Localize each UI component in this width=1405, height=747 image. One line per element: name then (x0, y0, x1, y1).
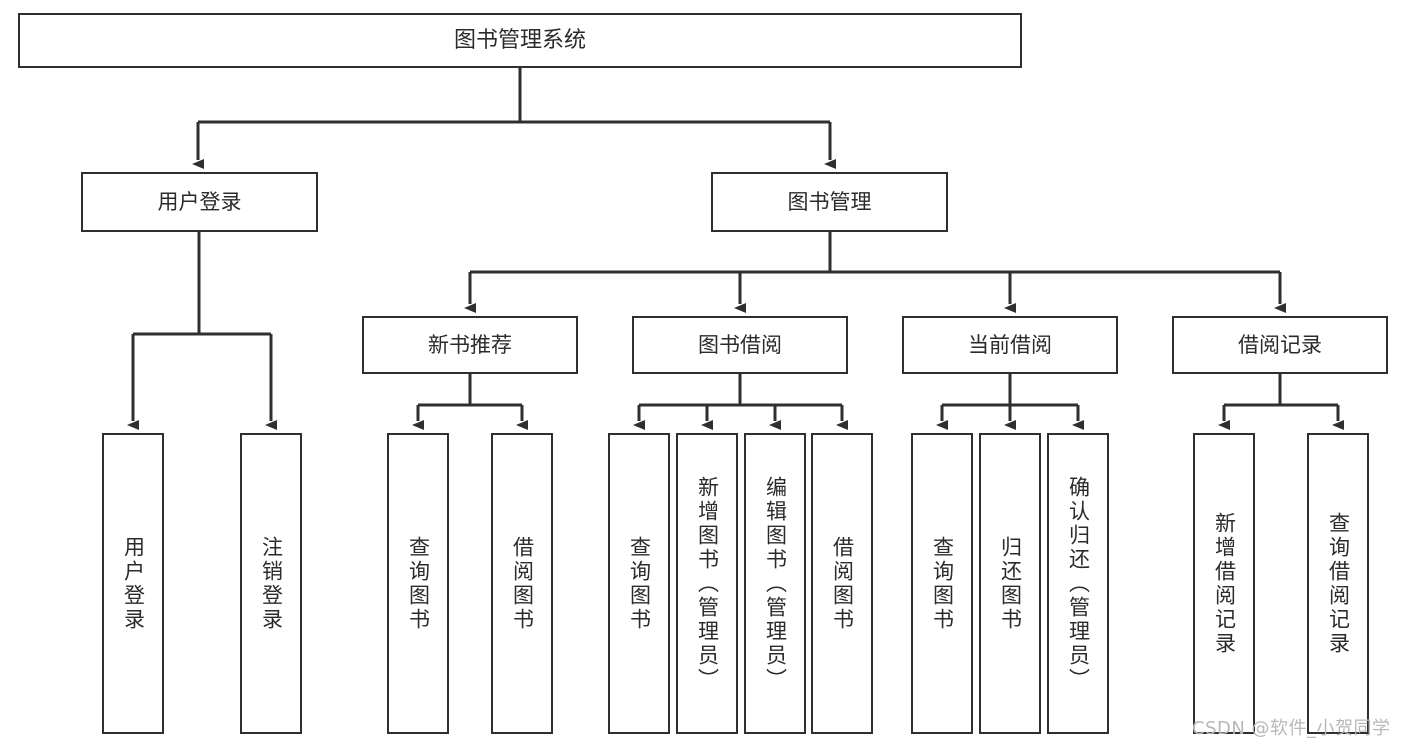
node-leaf-logout-login[interactable]: 注销登录 (240, 433, 302, 734)
node-label: 注销登录 (259, 535, 284, 632)
node-leaf-query-book-current[interactable]: 查询图书 (911, 433, 973, 734)
node-leaf-query-book-borrow[interactable]: 查询图书 (608, 433, 670, 734)
node-label: 编辑图书（管理员） (763, 475, 788, 692)
node-leaf-borrow-book-recommend[interactable]: 借阅图书 (491, 433, 553, 734)
node-leaf-add-borrow-record[interactable]: 新增借阅记录 (1193, 433, 1255, 734)
node-label: 归还图书 (998, 535, 1023, 632)
node-leaf-edit-book[interactable]: 编辑图书（管理员） (744, 433, 806, 734)
node-label: 图书借阅 (698, 332, 782, 357)
node-label: 查询借阅记录 (1326, 511, 1351, 656)
node-label: 查询图书 (627, 535, 652, 632)
node-leaf-user-login[interactable]: 用户登录 (102, 433, 164, 734)
node-label: 查询图书 (930, 535, 955, 632)
node-label: 借阅记录 (1238, 332, 1322, 357)
node-book-borrow[interactable]: 图书借阅 (632, 316, 848, 374)
node-leaf-borrow-book[interactable]: 借阅图书 (811, 433, 873, 734)
node-label: 借阅图书 (830, 535, 855, 632)
node-label: 用户登录 (121, 535, 146, 632)
node-label: 借阅图书 (510, 535, 535, 632)
node-leaf-add-book[interactable]: 新增图书（管理员） (676, 433, 738, 734)
node-label: 确认归还（管理员） (1066, 475, 1091, 692)
node-label: 查询图书 (406, 535, 431, 632)
node-label: 新增借阅记录 (1212, 511, 1237, 656)
node-borrow-record[interactable]: 借阅记录 (1172, 316, 1388, 374)
node-label: 图书管理系统 (453, 27, 586, 53)
node-label: 图书管理 (787, 189, 872, 214)
watermark: CSDN @软件_小贺同学 (1192, 718, 1391, 739)
node-leaf-query-book-recommend[interactable]: 查询图书 (387, 433, 449, 734)
node-label: 用户登录 (157, 189, 242, 214)
node-book-management[interactable]: 图书管理 (711, 172, 948, 232)
node-new-book-recommend[interactable]: 新书推荐 (362, 316, 578, 374)
node-current-borrow[interactable]: 当前借阅 (902, 316, 1118, 374)
node-user-login[interactable]: 用户登录 (81, 172, 318, 232)
node-label: 新书推荐 (428, 332, 512, 357)
node-root-book-management-system[interactable]: 图书管理系统 (18, 13, 1022, 68)
node-leaf-return-book[interactable]: 归还图书 (979, 433, 1041, 734)
node-label: 新增图书（管理员） (695, 475, 720, 692)
node-label: 当前借阅 (968, 332, 1052, 357)
node-leaf-confirm-return[interactable]: 确认归还（管理员） (1047, 433, 1109, 734)
node-leaf-query-borrow-record[interactable]: 查询借阅记录 (1307, 433, 1369, 734)
